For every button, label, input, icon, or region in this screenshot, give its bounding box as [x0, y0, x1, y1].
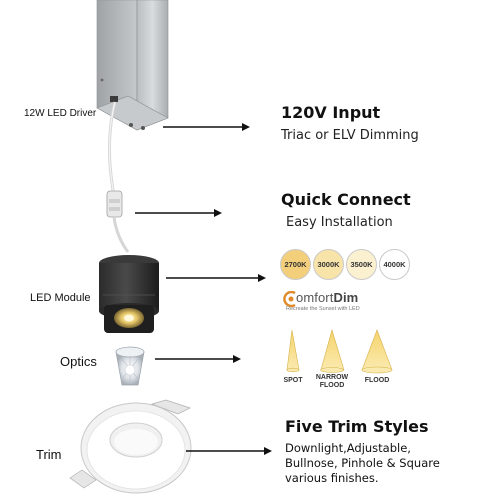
sun-icon — [283, 291, 296, 307]
beam-spot-cone — [286, 329, 300, 373]
feature-quick-connect-title: Quick Connect — [281, 190, 411, 209]
arrow-module — [166, 274, 266, 282]
led-module-label: LED Module — [30, 292, 91, 304]
color-temp-4000k: 4000K — [379, 249, 410, 280]
beam-flood-cone — [361, 329, 393, 374]
beam-spot-label: SPOT — [283, 377, 303, 384]
color-temp-3000k: 3000K — [313, 249, 344, 280]
trim-ring — [69, 399, 192, 494]
feature-quick-connect-subtitle: Easy Installation — [286, 215, 393, 230]
beam-narrow-flood-label: NARROW FLOOD — [315, 374, 349, 389]
feature-input-title: 120V Input — [281, 103, 381, 122]
led-module — [99, 255, 159, 333]
comfort-dim-wordmark: omfortDim — [296, 290, 359, 305]
quick-connector — [106, 190, 123, 218]
led-driver-box — [96, 0, 169, 131]
optics-label: Optics — [60, 354, 97, 369]
optics-lens — [115, 346, 145, 386]
comfort-dim-logo: omfortDim Recreate the Sunset with LED — [283, 289, 393, 317]
arrow-trim — [186, 447, 272, 455]
arrow-driver — [163, 123, 250, 131]
color-temp-2700k: 2700K — [280, 249, 311, 280]
arrow-quick-connect — [135, 209, 222, 217]
led-driver-label: 12W LED Driver — [24, 108, 97, 119]
trim-label: Trim — [36, 447, 62, 462]
feature-input-subtitle: Triac or ELV Dimming — [281, 128, 419, 143]
comfort-dim-tagline: Recreate the Sunset with LED — [286, 306, 360, 312]
color-temp-3500k: 3500K — [346, 249, 377, 280]
arrow-optics — [155, 355, 241, 363]
beam-narrow-flood-cone — [320, 328, 345, 373]
beam-flood-label: FLOOD — [364, 377, 390, 384]
trim-styles-description: Downlight,Adjustable, Bullnose, Pinhole … — [285, 441, 440, 485]
trim-styles-title: Five Trim Styles — [285, 417, 429, 436]
